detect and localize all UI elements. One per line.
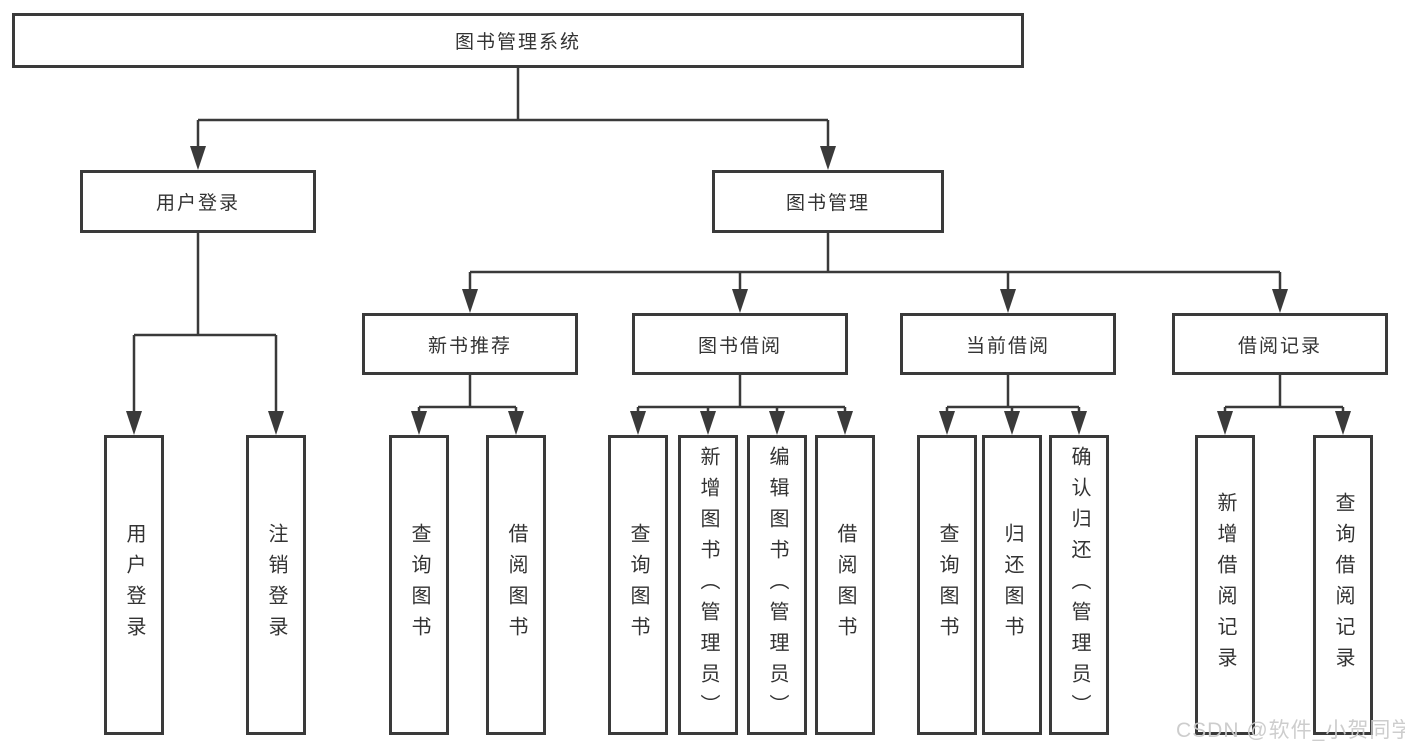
leaf-confirm-return-admin: 确认归还（管理员） (1049, 435, 1109, 735)
leaf-add-books-admin: 新增图书（管理员） (678, 435, 738, 735)
leaf-borrow-books-recommend: 借阅图书 (486, 435, 546, 735)
leaf-query-books-current: 查询图书 (917, 435, 977, 735)
node-current-borrowing: 当前借阅 (900, 313, 1116, 375)
leaf-borrow-books: 借阅图书 (815, 435, 875, 735)
leaf-query-books-recommend: 查询图书 (389, 435, 449, 735)
leaf-query-books-borrowing: 查询图书 (608, 435, 668, 735)
node-book-borrowing: 图书借阅 (632, 313, 848, 375)
arrowheads (126, 146, 1351, 435)
leaf-query-borrow-record: 查询借阅记录 (1313, 435, 1373, 735)
leaf-add-borrow-record: 新增借阅记录 (1195, 435, 1255, 735)
leaf-user-login: 用户登录 (104, 435, 164, 735)
node-borrowing-records: 借阅记录 (1172, 313, 1388, 375)
leaf-edit-books-admin: 编辑图书（管理员） (747, 435, 807, 735)
node-new-book-recommend: 新书推荐 (362, 313, 578, 375)
node-book-management: 图书管理 (712, 170, 944, 233)
csdn-watermark: CSDN @软件_小贺同学 (1176, 719, 1405, 742)
leaf-return-books: 归还图书 (982, 435, 1042, 735)
node-root: 图书管理系统 (12, 13, 1024, 68)
node-user-login: 用户登录 (80, 170, 316, 233)
leaf-logout: 注销登录 (246, 435, 306, 735)
